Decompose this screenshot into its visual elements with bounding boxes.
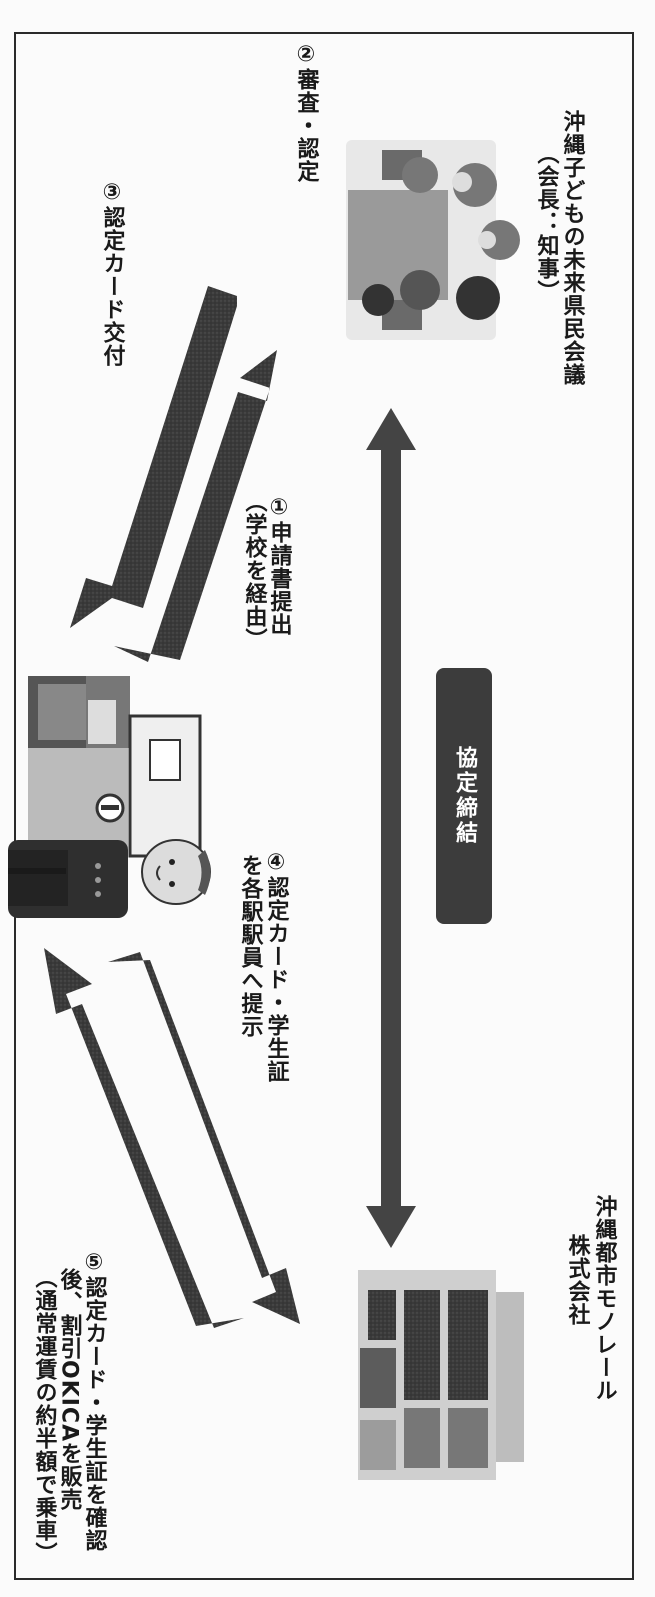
step-5-sell-okica: 後、割引OKICAを販売 [56,1268,82,1512]
monorail-name: 沖縄都市モノレール [591,1195,617,1402]
council-name: 沖縄子どもの未来県民会議 [559,110,585,386]
monorail-building-icon [358,1270,524,1480]
council-chair: （会長：知事） [533,142,559,303]
step-5-confirm: ⑤認定カード・学生証を確認 [81,1250,107,1552]
diagram-frame [14,32,634,1580]
step-4-present: ④認定カード・学生証 [263,850,289,1083]
arrow-present-card [108,952,300,1324]
agreement-label: 協定締結 [452,746,477,846]
step-4-to-station-staff: を各駅駅員へ提示 [237,854,263,1038]
agreement-badge: 協定締結 [436,668,492,924]
step-3-card-issue: ③認定カード交付 [99,180,125,367]
step-1-via-school: （学校を経由） [241,490,267,651]
agreement-double-arrow [366,408,416,1248]
arrow-card-issue [70,286,237,628]
school-icon [28,676,202,858]
step-1-application: ①申請書提出 [266,495,292,636]
arrow-sell-okica [44,948,244,1328]
step-2-review: ②審査・認定 [293,42,319,183]
arrow-application [114,350,277,662]
council-meeting-icon [346,140,520,340]
monorail-suffix: 株式会社 [564,1234,590,1326]
student-icon [8,839,211,918]
step-5-half-fare: （通常運賃の約半額で乗車） [31,1266,57,1565]
